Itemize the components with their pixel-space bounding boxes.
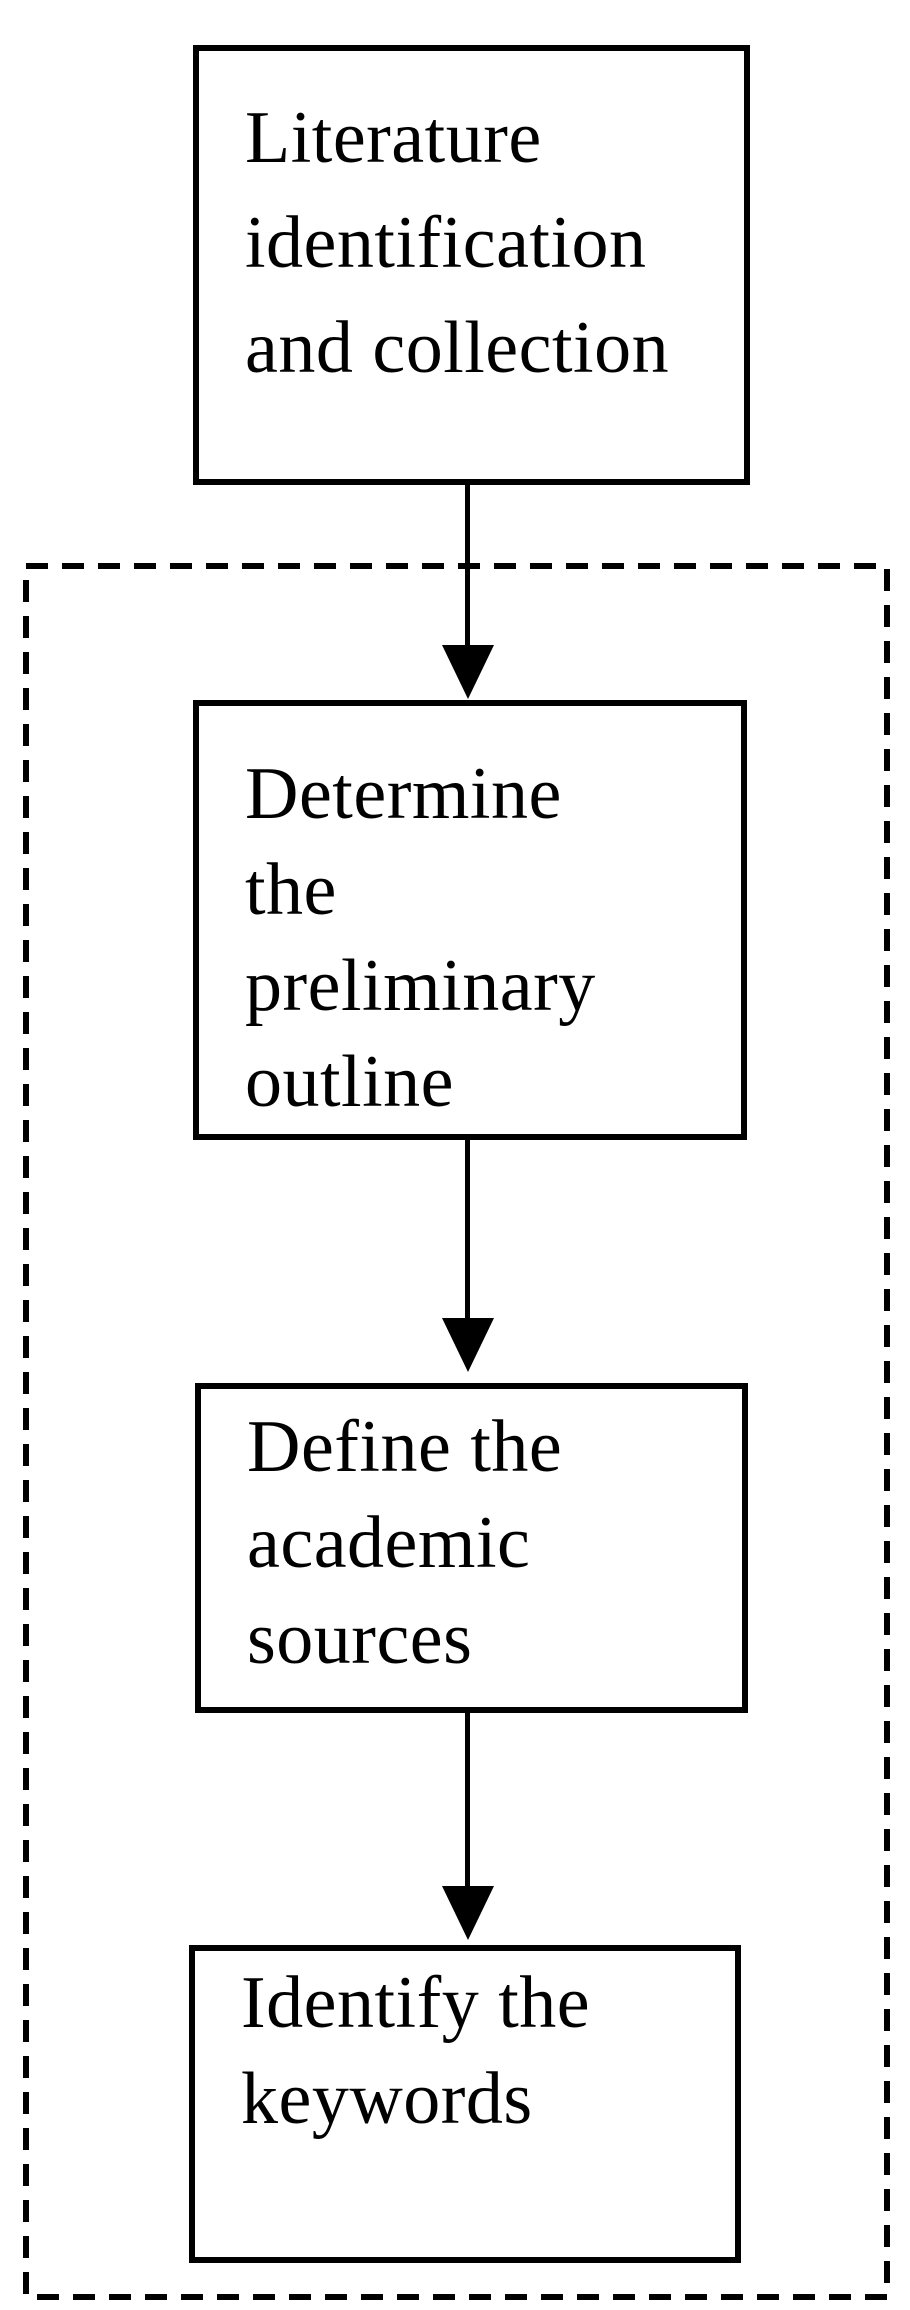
flow-box-identify-the-keywords: Identify the keywords [189, 1945, 741, 2263]
flow-box-define-the-academic-sources: Define the academic sources [195, 1383, 748, 1713]
down-arrow-icon [465, 1708, 470, 1888]
box-text-line: Define the [247, 1406, 563, 1488]
box-text-line: Determine [245, 753, 562, 835]
box-text-line: the [245, 849, 337, 931]
down-arrow-icon [465, 1136, 470, 1320]
box-text-line: keywords [241, 2058, 533, 2140]
down-arrow-icon [442, 645, 494, 699]
box-text-line: outline [245, 1041, 455, 1123]
down-arrow-icon [442, 1886, 494, 1940]
flow-box-determine-the-preliminary-outline: Determine the preliminary outline [193, 700, 747, 1140]
box-text-line: identification [245, 202, 647, 284]
flow-box-literature-identification-and-collection: Literature identification and collection [193, 45, 750, 485]
box-text-line: sources [247, 1598, 473, 1680]
box-text-line: and collection [245, 307, 670, 389]
box-text-line: Literature [245, 97, 542, 179]
down-arrow-icon [465, 483, 470, 647]
box-text-line: preliminary [245, 945, 596, 1027]
box-text-line: academic [247, 1502, 531, 1584]
box-text-line: Identify the [241, 1962, 591, 2044]
down-arrow-icon [442, 1318, 494, 1372]
